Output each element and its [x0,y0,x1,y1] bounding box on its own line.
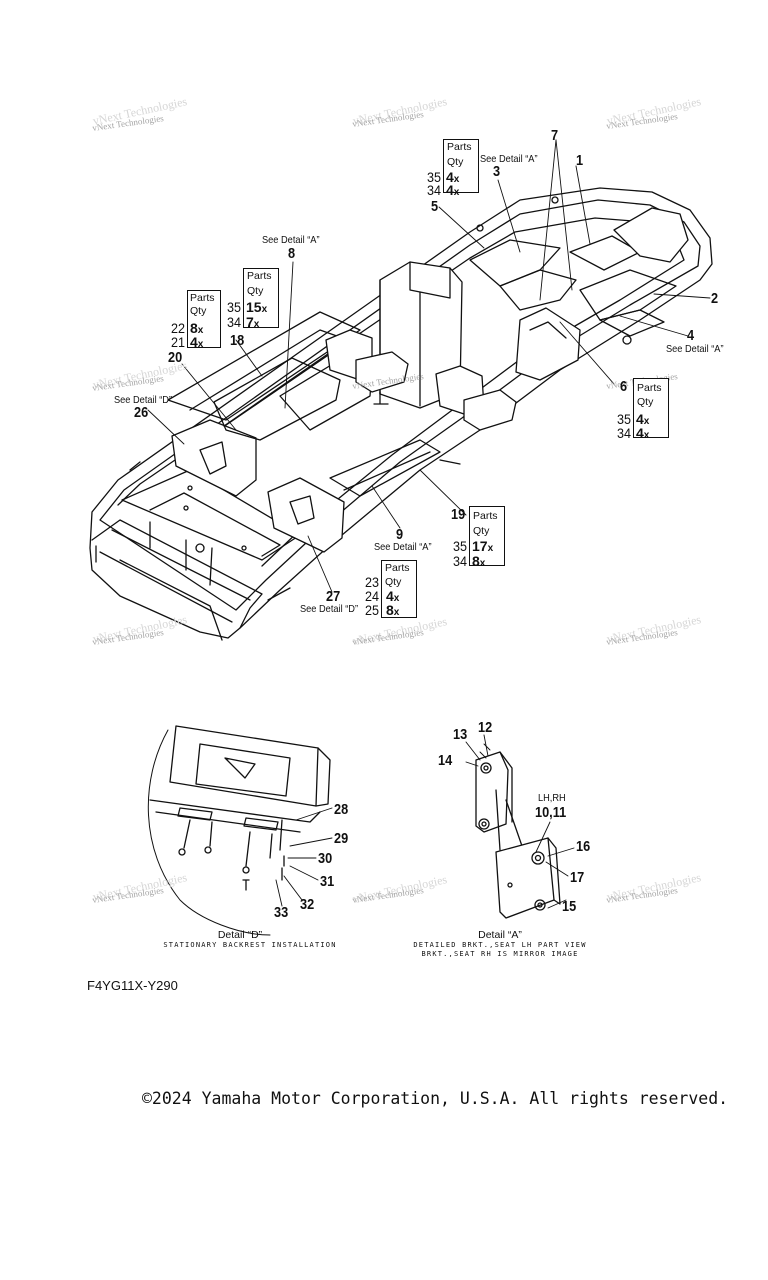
callout-19: 19 [451,506,466,523]
callout-9: 9 [396,526,404,543]
hull-outline [89,187,713,639]
backrest-26 [171,419,257,497]
callout-2: 2 [711,290,719,307]
callout-15: 15 [562,898,577,915]
see-detail-d-27: See Detail “D” [300,603,359,615]
see-detail-d-26: See Detail “D” [114,394,173,406]
diagram-code: F4YG11X-Y290 [87,978,178,993]
callout-16: 16 [576,838,591,855]
see-detail-a-9: See Detail “A” [374,541,432,553]
detail-a-subtitle-2: BRKT.,SEAT RH IS MIRROR IMAGE [421,950,579,958]
see-detail-a-8: See Detail “A” [262,234,320,246]
callout-4: 4 [687,327,695,344]
callout-13: 13 [453,726,468,743]
callout-12: 12 [478,719,493,736]
swim-platform [91,519,263,629]
callout-28: 28 [334,801,349,818]
callout-14: 14 [438,752,453,769]
lh-rh-note: LH,RH [538,792,566,804]
callout-8: 8 [288,245,296,262]
callout-6: 6 [620,378,628,395]
callout-31: 31 [320,873,335,890]
seat-bracket-lower [495,837,555,919]
callout-30: 30 [318,850,333,867]
callout-3: 3 [493,163,501,180]
copyright: ©2024 Yamaha Motor Corporation, U.S.A. A… [142,1089,729,1108]
detail-d-subtitle: STATIONARY BACKREST INSTALLATION [163,941,337,949]
callout-18: 18 [230,332,245,349]
callout-10-11: 10,11 [535,804,567,821]
callout-29: 29 [334,830,349,847]
detail-a-subtitle-1: DETAILED BRKT.,SEAT LH PART VIEW [413,941,587,949]
backrest-27 [267,477,345,553]
callout-5: 5 [431,198,439,215]
detail-a-title: Detail “A” [478,929,522,941]
callout-33: 33 [274,904,289,921]
detail-d-title: Detail “D” [217,929,263,941]
callout-1: 1 [576,152,584,169]
callout-27: 27 [326,588,341,605]
callout-17: 17 [570,869,585,886]
see-detail-a-3: See Detail “A” [480,153,538,165]
callout-26: 26 [134,404,149,421]
see-detail-a-4: See Detail “A” [666,343,724,355]
callout-32: 32 [300,896,315,913]
callout-20: 20 [168,349,183,366]
callout-7: 7 [551,127,559,144]
bow-cushion [469,239,561,287]
